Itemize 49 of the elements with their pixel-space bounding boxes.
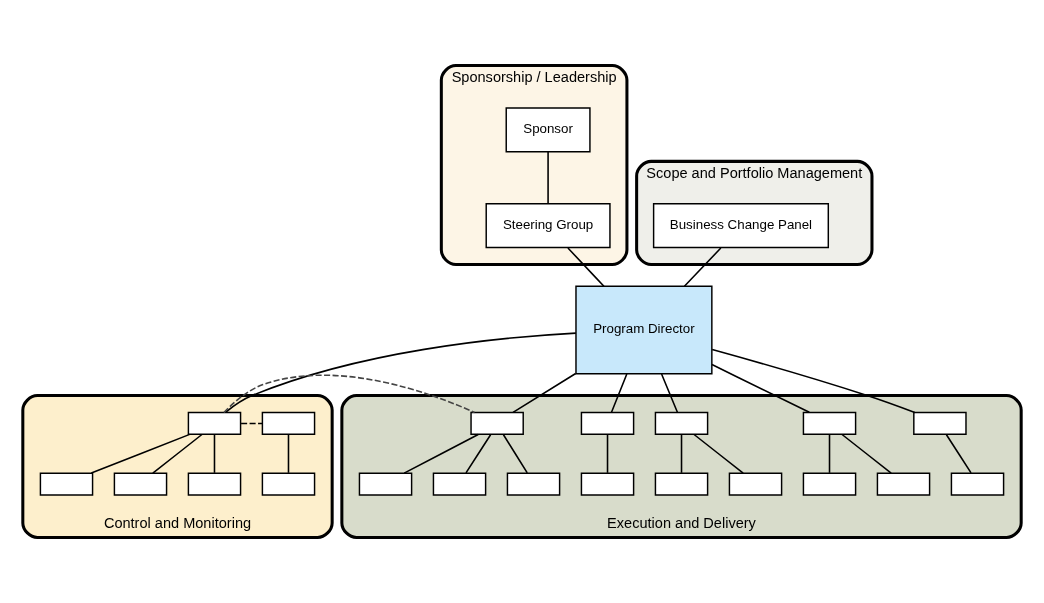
connector (660, 373, 679, 414)
node-box (950, 472, 1005, 496)
connector (711, 363, 811, 414)
node-box (39, 472, 94, 496)
node-box (358, 472, 413, 496)
connector (547, 151, 549, 205)
connector (711, 348, 916, 414)
cluster: Execution and Delivery (340, 394, 1023, 539)
connector (841, 433, 892, 474)
connector (567, 247, 605, 288)
connector (240, 422, 263, 425)
connector (512, 372, 577, 414)
node-box (506, 472, 561, 496)
node-box (802, 411, 857, 436)
connector (828, 433, 831, 474)
connector (287, 433, 290, 474)
node-box (580, 472, 635, 496)
node-box (802, 472, 857, 496)
node-box (580, 411, 635, 436)
node-box (654, 472, 709, 496)
node-box (187, 472, 242, 496)
node-box: Business Change Panel (652, 203, 830, 249)
connector (224, 332, 577, 414)
node-box (432, 472, 487, 496)
connector (606, 433, 609, 474)
node-box (187, 411, 242, 436)
node-box: Program Director (575, 285, 713, 375)
node-box: Steering Group (485, 203, 611, 249)
connector (152, 433, 203, 474)
node-box (261, 472, 316, 496)
connector (90, 433, 191, 474)
connector (465, 433, 492, 474)
connector (223, 374, 476, 414)
node-box (876, 472, 931, 496)
cluster: Control and Monitoring (21, 394, 334, 539)
connector (680, 433, 683, 474)
connector (213, 433, 216, 474)
connector (945, 433, 972, 474)
connector (403, 433, 479, 474)
node-box (728, 472, 783, 496)
node-box (261, 411, 316, 436)
node-box (470, 411, 524, 436)
node-box (654, 411, 709, 436)
connector (693, 433, 744, 474)
node-box: Sponsor (505, 107, 591, 153)
connector (610, 373, 628, 414)
connector (502, 433, 529, 474)
node-box (913, 411, 967, 436)
node-box (113, 472, 168, 496)
